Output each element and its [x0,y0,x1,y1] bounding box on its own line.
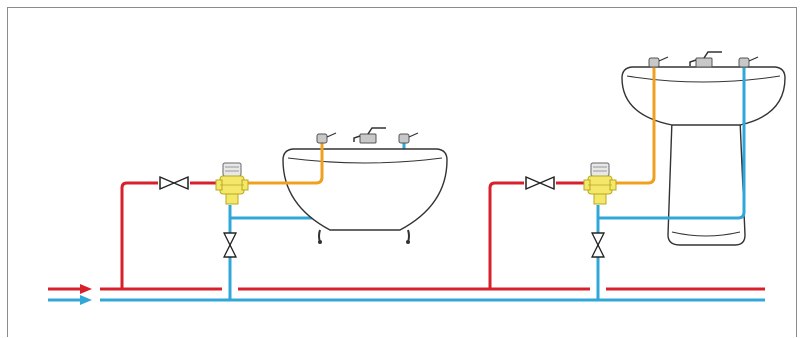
stop-valve-icon[interactable] [590,232,606,258]
cold-inlet-arrow [48,295,92,305]
fixture-group-2 [488,51,786,300]
thermostatic-mixing-valve-icon[interactable] [215,162,249,205]
hot-branch-pipe [488,181,524,289]
stop-valve-icon[interactable] [222,232,238,258]
mixed-water-pipe [246,142,324,185]
tap-handle-icon[interactable] [648,56,669,68]
tap-handle-icon[interactable] [738,56,759,68]
thermostatic-mixing-valve-icon[interactable] [583,162,617,205]
main-supply-lines [48,284,765,305]
stop-valve-icon[interactable] [525,176,555,190]
mixed-water-pipe [614,66,656,185]
hot-inlet-arrow [48,284,92,294]
cold-supply-pipe [598,66,746,220]
faucet-icon[interactable] [353,127,386,144]
tap-handle-icon[interactable] [398,132,419,144]
tap-handle-icon[interactable] [316,132,337,144]
faucet-icon[interactable] [689,51,722,68]
fixture-group-1 [120,127,448,300]
stop-valve-icon[interactable] [159,176,189,190]
wall-hung-basin [282,148,448,244]
diagram-frame [7,7,797,337]
hot-branch-pipe [120,181,158,289]
